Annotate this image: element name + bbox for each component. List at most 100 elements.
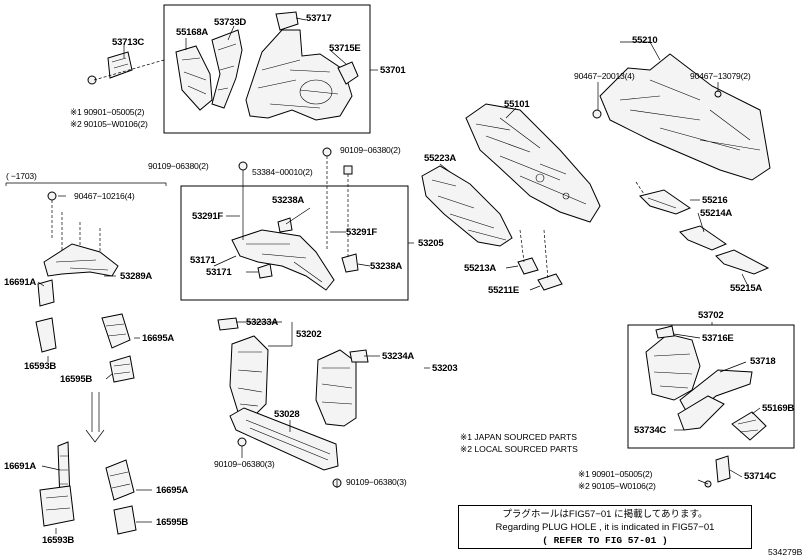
label-53733D: 53733D (214, 17, 247, 28)
part-53714C (704, 455, 731, 488)
label-53234A: 53234A (382, 351, 415, 362)
plug-hole-note: プラグホールはFIG57−01 に掲載してあります。 Regarding PLU… (458, 505, 752, 549)
label-53291F-2: 53291F (346, 227, 378, 238)
label-53171-2: 53171 (206, 267, 232, 278)
down-arrow (85, 392, 105, 443)
part-16593B-1 (35, 317, 57, 353)
label-55215A: 55215A (730, 283, 763, 294)
label-16695A-2: 16695A (156, 485, 189, 496)
part-53717 (275, 11, 299, 31)
label-date-range: ( −1703) (6, 171, 37, 181)
part-16595B-2 (113, 505, 137, 535)
part-16691A-1 (37, 279, 55, 307)
label-16595B-1: 16595B (60, 374, 93, 385)
plug-hole-note-en: Regarding PLUG HOLE , it is indicated in… (495, 522, 715, 533)
part-16593B-2 (39, 485, 75, 527)
label-55101: 55101 (504, 99, 530, 110)
label-90109-06380-3b: 90109−06380(3) (346, 477, 407, 487)
group-box-53702 (627, 324, 795, 449)
label-55214A: 55214A (700, 208, 733, 219)
label-53713C: 53713C (112, 37, 145, 48)
label-53028: 53028 (274, 409, 300, 420)
label-55216: 55216 (702, 195, 728, 206)
label-16593B-2: 16593B (42, 535, 75, 546)
label-53717: 53717 (306, 13, 332, 24)
group-box-53701 (163, 4, 371, 134)
note-japan-sourced: ※1 JAPAN SOURCED PARTS (460, 432, 578, 442)
label-53202: 53202 (296, 329, 322, 340)
label-55168A: 55168A (176, 27, 209, 38)
label-90109-06380-3a: 90109−06380(3) (214, 459, 275, 469)
label-55210: 55210 (632, 35, 658, 46)
part-55216 (639, 189, 692, 215)
label-90467-13079: 90467−13079(2) (690, 71, 751, 81)
label-90105-W0106-b: ※2 90105−W0106(2) (578, 481, 656, 491)
label-90901-05005-b: ※1 90901−05005(2) (578, 469, 653, 479)
part-16695A-1 (101, 313, 131, 349)
bolt-90109-b (322, 147, 332, 157)
plug-hole-note-jp: プラグホールはFIG57−01 に掲載してあります。 (502, 509, 708, 520)
label-16691A-1: 16691A (4, 277, 37, 288)
label-90467-10216: 90467−10216(4) (74, 191, 135, 201)
part-55211E (537, 273, 563, 291)
part-53289A (43, 243, 119, 277)
bolt-90467-10216 (47, 191, 57, 201)
label-55169B: 55169B (762, 403, 795, 414)
part-53702-apron (645, 325, 701, 401)
part-53734C (677, 395, 725, 431)
label-53715E: 53715E (329, 43, 361, 54)
label-16593B-1: 16593B (24, 361, 57, 372)
label-53238A-1: 53238A (272, 195, 305, 206)
plug-hole-note-refer: ( REFER TO FIG 57-01 ) (542, 535, 668, 546)
label-53238A-2: 53238A (370, 261, 403, 272)
part-55210 (592, 53, 771, 181)
part-53715E (337, 61, 359, 85)
leader-lines (37, 17, 761, 534)
label-53714C: 53714C (744, 471, 777, 482)
label-16595B-2: 16595B (156, 517, 189, 528)
label-53384-00010: 53384−00010(2) (252, 167, 313, 177)
label-55211E: 55211E (488, 285, 520, 296)
part-16695A-2 (105, 459, 135, 501)
part-55223A (421, 165, 513, 247)
label-53289A: 53289A (120, 271, 153, 282)
label-53716E: 53716E (702, 333, 734, 344)
label-53233A: 53233A (246, 317, 279, 328)
label-90109-06380-a: 90109−06380(2) (148, 161, 209, 171)
label-55223A: 55223A (424, 153, 457, 164)
part-55169B (731, 411, 767, 441)
clip-53384 (343, 165, 353, 175)
label-90901-05005-a: ※1 90901−05005(2) (70, 107, 145, 117)
part-53205-support (231, 217, 359, 291)
part-53713C (87, 51, 133, 85)
part-55213A (517, 257, 539, 275)
part-53028 (229, 407, 342, 488)
label-16691A-2: 16691A (4, 461, 37, 472)
part-53733D (211, 29, 243, 109)
note-local-sourced: ※2 LOCAL SOURCED PARTS (460, 444, 578, 454)
label-53701: 53701 (380, 65, 406, 76)
label-90105-W0106-a: ※2 90105−W0106(2) (70, 119, 148, 129)
group-bracket-1703 (6, 182, 167, 186)
label-53702: 53702 (698, 310, 724, 321)
part-53202 (217, 317, 269, 415)
label-53205: 53205 (418, 238, 444, 249)
bolt-90109-a (238, 161, 248, 171)
part-55168A (175, 45, 213, 111)
part-55101 (465, 103, 601, 223)
part-55215A (715, 249, 770, 275)
part-16595B-1 (109, 355, 135, 383)
label-55213A: 55213A (464, 263, 497, 274)
label-53718: 53718 (750, 356, 776, 367)
label-90467-20013: 90467−20013(4) (574, 71, 635, 81)
part-53203 (315, 349, 369, 427)
part-55214A (679, 225, 728, 251)
label-90109-06380-b: 90109−06380(2) (340, 145, 401, 155)
figure-id: 534279B (768, 547, 803, 557)
label-53171-1: 53171 (190, 255, 216, 266)
label-53203: 53203 (432, 363, 458, 374)
label-53291F-1: 53291F (192, 211, 224, 222)
label-53734C: 53734C (634, 425, 667, 436)
label-16695A-1: 16695A (142, 333, 175, 344)
